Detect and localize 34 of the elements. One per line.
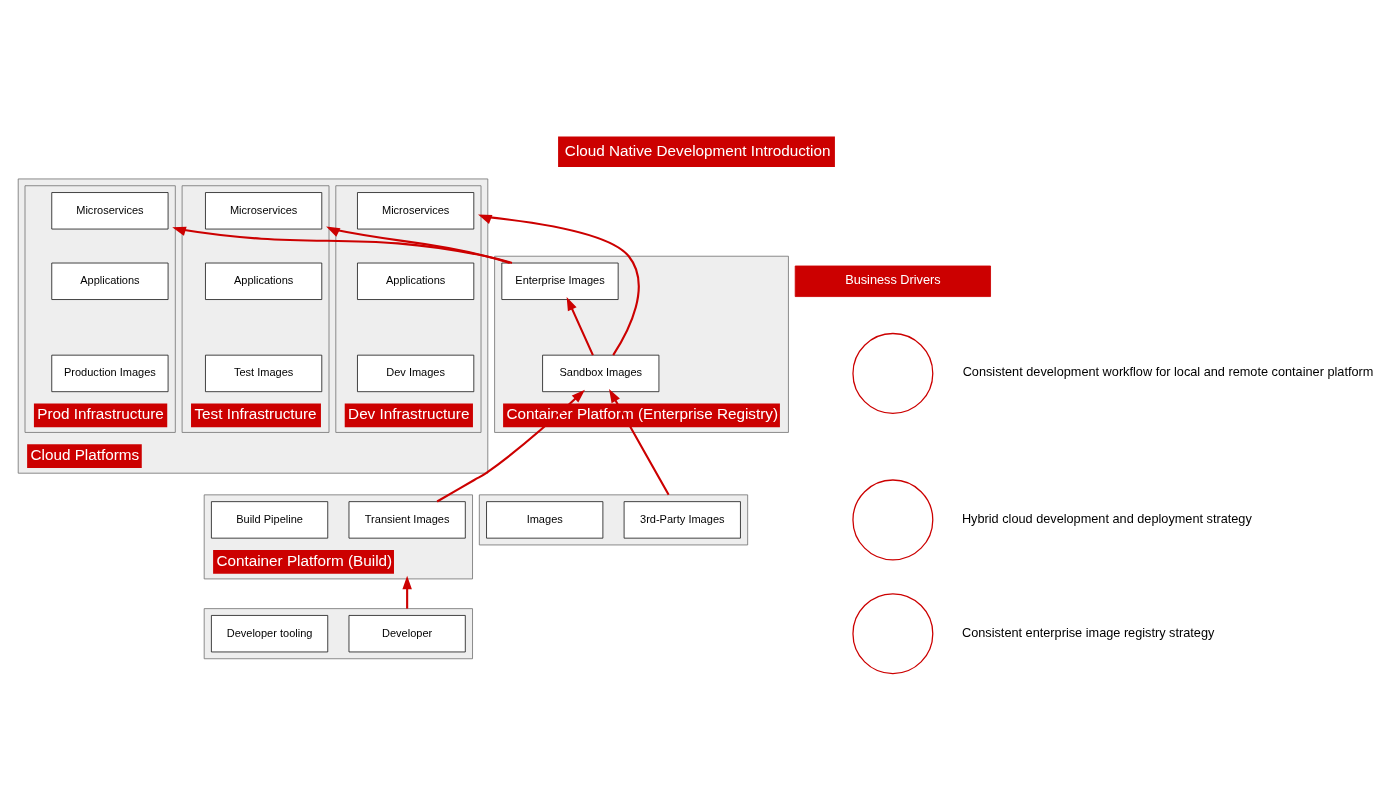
node-box: Business Drivers bbox=[794, 265, 991, 297]
node-circle bbox=[852, 592, 934, 674]
node-box: Enterprise Images bbox=[501, 262, 619, 300]
node-box: Microservices bbox=[205, 191, 323, 229]
node-circle bbox=[852, 332, 934, 414]
arrow bbox=[478, 214, 640, 356]
node-box: Dev Images bbox=[357, 354, 475, 392]
node-box: Microservices bbox=[51, 191, 169, 229]
arrow bbox=[609, 388, 670, 495]
node-box: Build Pipeline bbox=[210, 500, 329, 539]
node-label: Hybrid cloud development and deployment strategy bbox=[961, 510, 1252, 526]
node-box: Microservices bbox=[357, 191, 475, 229]
node-box: Developer tooling bbox=[210, 614, 329, 652]
node-box: Sandbox Images bbox=[542, 354, 660, 392]
arrow bbox=[172, 226, 513, 264]
node-label: Consistent enterprise image registry strategy bbox=[962, 624, 1215, 640]
node-circle bbox=[852, 478, 934, 560]
node-box: Transient Images bbox=[348, 500, 466, 539]
node-box: Applications bbox=[51, 262, 169, 300]
arrow bbox=[436, 389, 585, 502]
node-box: 3rd-Party Images bbox=[623, 500, 741, 539]
cluster bbox=[478, 493, 749, 545]
cluster bbox=[203, 607, 473, 659]
node-box: Applications bbox=[205, 262, 323, 300]
diagram-title: Cloud Native Development Introduction bbox=[564, 141, 831, 159]
node-box: Production Images bbox=[51, 354, 169, 392]
node-label: Consistent development workflow for local and remote container platform bbox=[962, 363, 1374, 379]
node-box: Test Images bbox=[205, 354, 323, 392]
arrow bbox=[566, 296, 594, 356]
node-box: Applications bbox=[357, 262, 475, 300]
node-box: Images bbox=[486, 500, 604, 539]
arrow bbox=[402, 575, 412, 609]
arrow bbox=[326, 226, 511, 264]
node-box: Developer bbox=[348, 614, 466, 652]
